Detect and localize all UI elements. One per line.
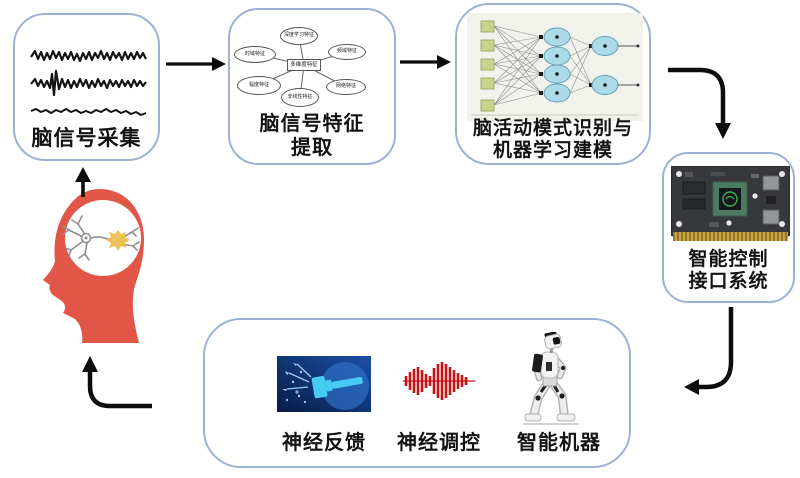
flow-node-signal-acquisition: 脑信号采集 [13,13,160,161]
circuit-board-icon [671,166,790,241]
neural-network-icon [467,13,643,121]
control-interface-label-line1: 智能控制 [688,249,769,270]
head-brain-icon [43,189,144,343]
mindmap-node-center: 多维度特征 [287,59,321,71]
arrow-recognition-to-interface [668,67,726,124]
control-interface-label-line2: 接口系统 [688,271,769,293]
flow-node-applications: 神经反馈 神经调控 智能机器 [203,318,631,468]
signal-acquisition-label: 脑信号采集 [31,127,142,150]
mindmap-node-deep-learning: 深度学习特征 [280,27,318,45]
application-label-neuromodulation: 神经调控 [397,432,481,454]
mindmap-node-frequency-domain: 频域特征 [328,44,366,60]
flow-node-control-interface: 智能控制 接口系统 [662,152,795,303]
arrow-interface-to-applications [698,307,734,390]
pattern-recognition-label-line2: 机器学习建模 [492,140,613,162]
application-label-neurofeedback: 神经反馈 [282,432,366,454]
mindmap-node-amplitude: 幅度特征 [237,76,281,95]
feature-extraction-label-line1: 脑信号特征 [259,113,365,135]
flow-node-pattern-recognition: 脑活动模式识别与 机器学习建模 [455,3,651,165]
robot-icon [523,332,579,425]
application-label-intelligent-machine: 智能机器 [517,432,601,454]
neuromodulation-waveform-icon [403,362,475,400]
eeg-waveform-icon [30,49,147,116]
pattern-recognition-label-line1: 脑活动模式识别与 [472,118,633,139]
feature-mindmap-icon: 深度学习特征 时域特征 频域特征 幅度特征 非线性特征 网络特征 多维度特征 [232,20,392,116]
feature-extraction-label-line2: 提取 [291,136,333,159]
flow-node-feature-extraction: 深度学习特征 时域特征 频域特征 幅度特征 非线性特征 网络特征 多维度特征 脑… [228,8,396,165]
mindmap-node-time-domain: 时域特征 [234,46,276,63]
arrow-applications-to-head [87,371,152,409]
mindmap-node-network: 网络特征 [326,79,366,95]
neurofeedback-icon [277,356,371,412]
mindmap-node-nonlinear: 非线性特征 [281,88,319,107]
